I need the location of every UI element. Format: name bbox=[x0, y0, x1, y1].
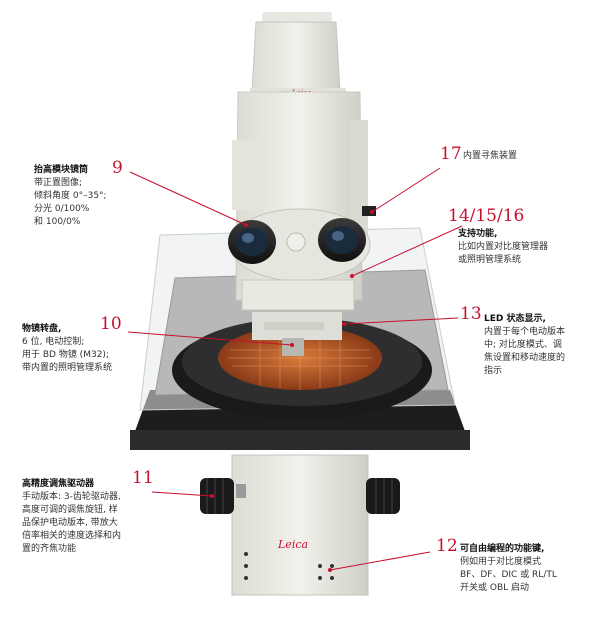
callout-17: 内置寻焦装置 bbox=[463, 150, 517, 163]
callout-13-title: LED 状态显示, bbox=[484, 314, 546, 324]
callout-14-15-16: 支持功能, 比如内置对比度管理器 或照明管理系统 bbox=[458, 228, 548, 267]
callout-9-title: 抬高模块镜筒 bbox=[34, 165, 89, 175]
focus-drive-body bbox=[200, 454, 400, 596]
callout-9-line-4: 和 100/0% bbox=[34, 217, 81, 227]
callout-10-title: 物镜转盘, bbox=[22, 324, 62, 334]
callout-number-17: 17 bbox=[440, 144, 462, 164]
eyepiece-head bbox=[228, 208, 371, 282]
callout-12-title: 可自由编程的功能键, bbox=[460, 544, 545, 554]
callout-10-line-3: 带内置的照明管理系统 bbox=[22, 363, 113, 373]
callout-number-10: 10 bbox=[100, 314, 122, 334]
callout-14-15-16-title: 支持功能, bbox=[458, 229, 498, 239]
callout-13-line-4: 指示 bbox=[484, 366, 503, 376]
callout-9: 抬高模块镜筒 带正置图像; 倾斜角度 0°–35°; 分光 0/100% 和 1… bbox=[34, 164, 154, 229]
callout-9-line-2: 倾斜角度 0°–35°; bbox=[34, 191, 107, 201]
callout-12: 可自由编程的功能键, 例如用于对比度模式 BF、DF、DIC 或 RL/TL 开… bbox=[460, 543, 557, 595]
leica-logo-base: Leica bbox=[277, 538, 308, 551]
callout-12-line-2: BF、DF、DIC 或 RL/TL bbox=[460, 570, 557, 580]
callout-10-line-2: 用于 BD 物镜 (M32); bbox=[22, 350, 109, 360]
callout-number-12: 12 bbox=[436, 536, 458, 556]
callout-11: 高精度调焦驱动器 手动版本: 3-齿轮驱动器, 高度可调的调焦旋钮, 样 品保护… bbox=[22, 478, 172, 556]
callout-11-line-5: 置的齐焦功能 bbox=[22, 544, 77, 554]
callout-11-line-1: 手动版本: 3-齿轮驱动器, bbox=[22, 492, 121, 502]
leader-lines bbox=[127, 167, 463, 571]
callout-9-line-1: 带正置图像; bbox=[34, 178, 83, 188]
callout-13: LED 状态显示, 内置于每个电动版本 中; 对比度模式、调 焦设置和移动速度的… bbox=[484, 313, 565, 378]
callout-11-line-2: 高度可调的调焦旋钮, 样 bbox=[22, 505, 118, 515]
callout-number-11: 11 bbox=[132, 468, 154, 488]
callout-12-line-1: 例如用于对比度模式 bbox=[460, 557, 542, 567]
callout-14-15-16-line-1: 比如内置对比度管理器 bbox=[458, 242, 549, 252]
callout-number-14-15-16: 14/15/16 bbox=[448, 206, 525, 226]
objective-turret bbox=[241, 279, 355, 356]
callout-11-line-4: 倍率相关的速度选择和内 bbox=[22, 531, 122, 541]
callout-9-line-3: 分光 0/100% bbox=[34, 204, 90, 214]
function-keys bbox=[244, 552, 334, 580]
callout-13-line-1: 内置于每个电动版本 bbox=[484, 327, 566, 337]
callout-number-9: 9 bbox=[112, 158, 123, 178]
callout-number-13: 13 bbox=[460, 304, 482, 324]
callout-17-title: 内置寻焦装置 bbox=[463, 151, 518, 161]
focus-finder-knob bbox=[362, 206, 376, 216]
callout-12-line-3: 开关或 OBL 启动 bbox=[460, 583, 529, 593]
callout-10: 物镜转盘, 6 位, 电动控制; 用于 BD 物镜 (M32); 带内置的照明管… bbox=[22, 323, 112, 375]
callout-13-line-2: 中; 对比度模式、调 bbox=[484, 340, 562, 350]
callout-13-line-3: 焦设置和移动速度的 bbox=[484, 353, 566, 363]
callout-11-line-3: 品保护电动版本, 带放大 bbox=[22, 518, 118, 528]
callout-11-title: 高精度调焦驱动器 bbox=[22, 479, 95, 489]
callout-10-line-1: 6 位, 电动控制; bbox=[22, 337, 85, 347]
callout-14-15-16-line-2: 或照明管理系统 bbox=[458, 255, 522, 265]
